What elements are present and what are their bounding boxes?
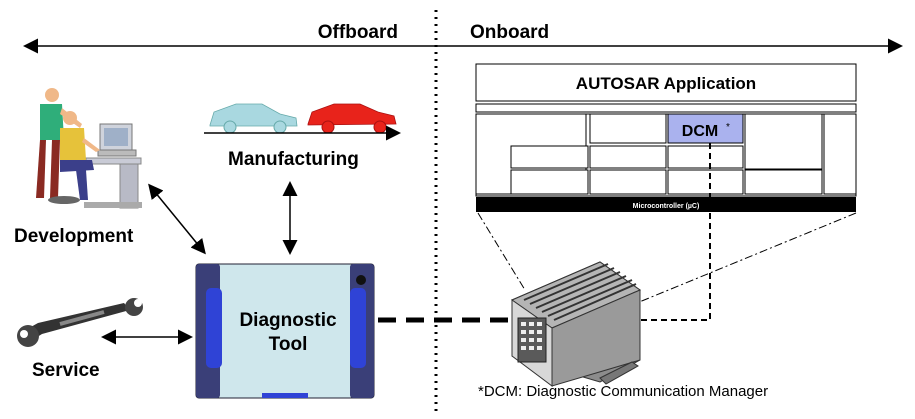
microcontroller-label: Microcontroller (µC): [633, 203, 700, 210]
car-icon: [209, 103, 298, 134]
car-icon: [307, 103, 397, 134]
bsw-module: [510, 169, 589, 195]
development-label: Development: [14, 226, 134, 247]
bsw-module: [744, 169, 823, 195]
service-label: Service: [32, 360, 100, 381]
projection-line-left: [477, 212, 526, 291]
autosar-application-box: [475, 63, 857, 102]
autosar-application-label: AUTOSAR Application: [576, 74, 756, 93]
manufacturing-label: Manufacturing: [228, 149, 359, 170]
bsw-right-block: [823, 113, 857, 195]
projection-line-right: [631, 212, 857, 306]
dcm-footnote: *DCM: Diagnostic Communication Manager: [478, 383, 768, 400]
dcm-module: [667, 113, 744, 144]
people-at-computer-icon: [36, 88, 142, 209]
microcontroller-bar: [476, 197, 856, 212]
rte-layer: [475, 103, 857, 113]
bsw-module: [589, 113, 667, 144]
autosar-stack: AUTOSAR Application DCM * Microcontrolle…: [475, 63, 857, 212]
bsw-module: [667, 169, 744, 195]
bsw-module: [744, 113, 823, 170]
diagnostic-tool-label: Tool: [269, 334, 308, 355]
bsw-module: [667, 145, 744, 169]
development-tool-arrow: [148, 183, 206, 255]
diagnostic-tool-device: [195, 263, 375, 399]
dcm-label: DCM: [682, 123, 718, 140]
dcm-asterisk: *: [726, 122, 730, 133]
offboard-label: Offboard: [318, 22, 398, 43]
onboard-label: Onboard: [470, 22, 549, 43]
wrench-icon: [17, 298, 143, 347]
bsw-module: [510, 145, 589, 169]
ecu-box-icon: [510, 261, 642, 387]
bsw-module: [589, 145, 667, 169]
diagnostic-tool-label: Diagnostic: [239, 310, 337, 331]
bsw-module: [589, 169, 667, 195]
